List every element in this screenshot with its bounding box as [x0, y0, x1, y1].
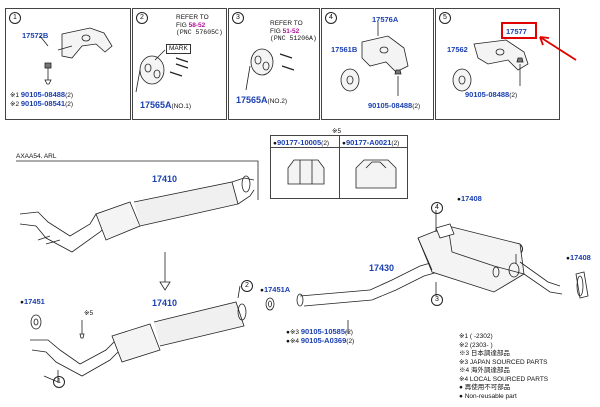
fig-ref-51-52[interactable]: 51-52	[282, 27, 300, 35]
mark5-label: ※5	[84, 310, 94, 317]
legend-row: ※2 (2303- )	[459, 341, 493, 349]
legend-row: ● Non-reusable part	[459, 392, 517, 400]
part-17408-right[interactable]: 17408	[569, 253, 591, 262]
part-17410-upper[interactable]: 17410	[152, 174, 178, 184]
legend-row: ※3 JAPAN SOURCED PARTS	[459, 358, 548, 366]
nut-90177-10005-icon	[287, 159, 325, 185]
bolt-3-label: ●※3 90105-10585(2)	[286, 327, 353, 337]
panel-1-number: 1	[9, 12, 21, 24]
tail-tip-top	[435, 223, 455, 239]
legend-row: ※4 LOCAL SOURCED PARTS	[459, 375, 549, 383]
highlight-box	[501, 22, 537, 39]
gasket-17451A-label: ●17451A	[260, 285, 291, 295]
exhaust-pipe-upper	[19, 175, 255, 253]
part-90177-A0021[interactable]: 90177-A0021	[345, 138, 392, 147]
panel-2-number: 2	[136, 12, 148, 24]
bolt-4-label: ●※4 90105-A0369(2)	[286, 336, 355, 346]
rear-muffler	[417, 210, 563, 295]
panel-2-part: 17565A(NO.1)	[140, 100, 192, 111]
part-17451[interactable]: 17451	[23, 297, 45, 306]
legend-row: ※4 海外調達部品	[459, 367, 510, 374]
panel-1	[5, 8, 131, 120]
part-17565A-no1[interactable]: 17565A	[140, 100, 172, 110]
panel-3-part: 17565A(NO.2)	[236, 95, 288, 106]
part-90105-A0369[interactable]: 90105-A0369	[300, 336, 347, 345]
variant-label: AXAA54. ARL	[16, 153, 57, 160]
part-90105-08541[interactable]: 90105-08541	[20, 99, 66, 108]
callout-3: 3	[431, 294, 443, 306]
panel-3	[228, 8, 320, 120]
hanger-17565A-no1	[135, 49, 189, 93]
part-17565A-no2[interactable]: 17565A	[236, 95, 268, 105]
rear-17408-top-label: ●17408	[457, 194, 482, 204]
part-17410-lower[interactable]: 17410	[152, 298, 178, 308]
part-17577[interactable]: 17577	[506, 27, 527, 36]
part-17451A[interactable]: 17451A	[263, 285, 291, 294]
exhaust-pipe-lower	[30, 301, 247, 383]
panel-4-number: 4	[325, 12, 337, 24]
bracket-17576A	[340, 22, 409, 96]
part-17572B[interactable]: 17572B	[22, 31, 49, 40]
bracket-17577	[452, 39, 529, 92]
nuts-header-line	[270, 147, 408, 148]
tail-tip-right	[575, 271, 589, 299]
fig-ref-58-52[interactable]: 58-52	[188, 21, 206, 29]
nut-right-label: ●90177-A0021(2)	[342, 138, 400, 148]
legend-row: ※3 日本調達部品	[459, 350, 510, 357]
callout-4: 4	[431, 202, 443, 214]
part-90105-10585[interactable]: 90105-10585	[300, 327, 346, 336]
part-17562[interactable]: 17562	[447, 45, 468, 54]
nut-90177-A0021-icon	[355, 159, 397, 189]
legend-row: ※1 ( -2302)	[459, 333, 493, 340]
callout-1: 1	[53, 376, 65, 388]
part-17561B[interactable]: 17561B	[331, 45, 358, 54]
gasket-17451-icon	[30, 314, 42, 330]
nut-left-label: ●90177-10005(2)	[273, 138, 330, 148]
part-90177-10005[interactable]: 90177-10005	[276, 138, 322, 147]
nuts-footnote: ※5	[332, 128, 342, 135]
panel-3-number: 3	[232, 12, 244, 24]
panel-5-bolt: 90105-08488(2)	[465, 90, 518, 100]
down-arrow	[159, 252, 171, 291]
panel-5-number: 5	[439, 12, 451, 24]
mark-label: MARK	[166, 44, 191, 54]
nuts-divider	[339, 135, 340, 199]
legend-row: ● 再使用不可部品	[459, 384, 511, 391]
rear-17408-right-label: ●17408	[566, 253, 591, 263]
bracket-17572B	[39, 27, 113, 85]
panel-1-note-1: ※1 90105-08488(2)	[10, 90, 74, 100]
part-90105-08488-p4[interactable]: 90105-08488	[368, 101, 413, 110]
gasket-17451A-icon	[265, 297, 275, 311]
legend: ※1 ( -2302) ※2 (2303- ) ※3 日本調達部品 ※3 JAP…	[459, 333, 548, 401]
part-17430[interactable]: 17430	[369, 263, 395, 273]
gasket-17451-label: ●17451	[20, 297, 45, 307]
callout-2: 2	[241, 280, 253, 292]
highlight-arrow	[539, 36, 577, 61]
center-pipe-17430	[237, 259, 453, 333]
hanger-17565A-no2	[245, 48, 295, 91]
part-90105-08488-p5[interactable]: 90105-08488	[465, 90, 510, 99]
panel-1-note-2: ※2 90105-08541(2)	[10, 99, 74, 109]
part-17576A[interactable]: 17576A	[372, 15, 399, 24]
panel-2-refer: REFER TO FIG 58-52 (PNC 57605C)	[176, 14, 223, 36]
panel-5	[435, 8, 560, 120]
part-17408-top[interactable]: 17408	[460, 194, 482, 203]
panel-3-refer: REFER TO FIG 51-52 (PNC 51206A)	[270, 20, 317, 42]
panel-4-bolt: 90105-08488(2)	[368, 101, 421, 111]
part-90105-08488[interactable]: 90105-08488	[20, 90, 66, 99]
